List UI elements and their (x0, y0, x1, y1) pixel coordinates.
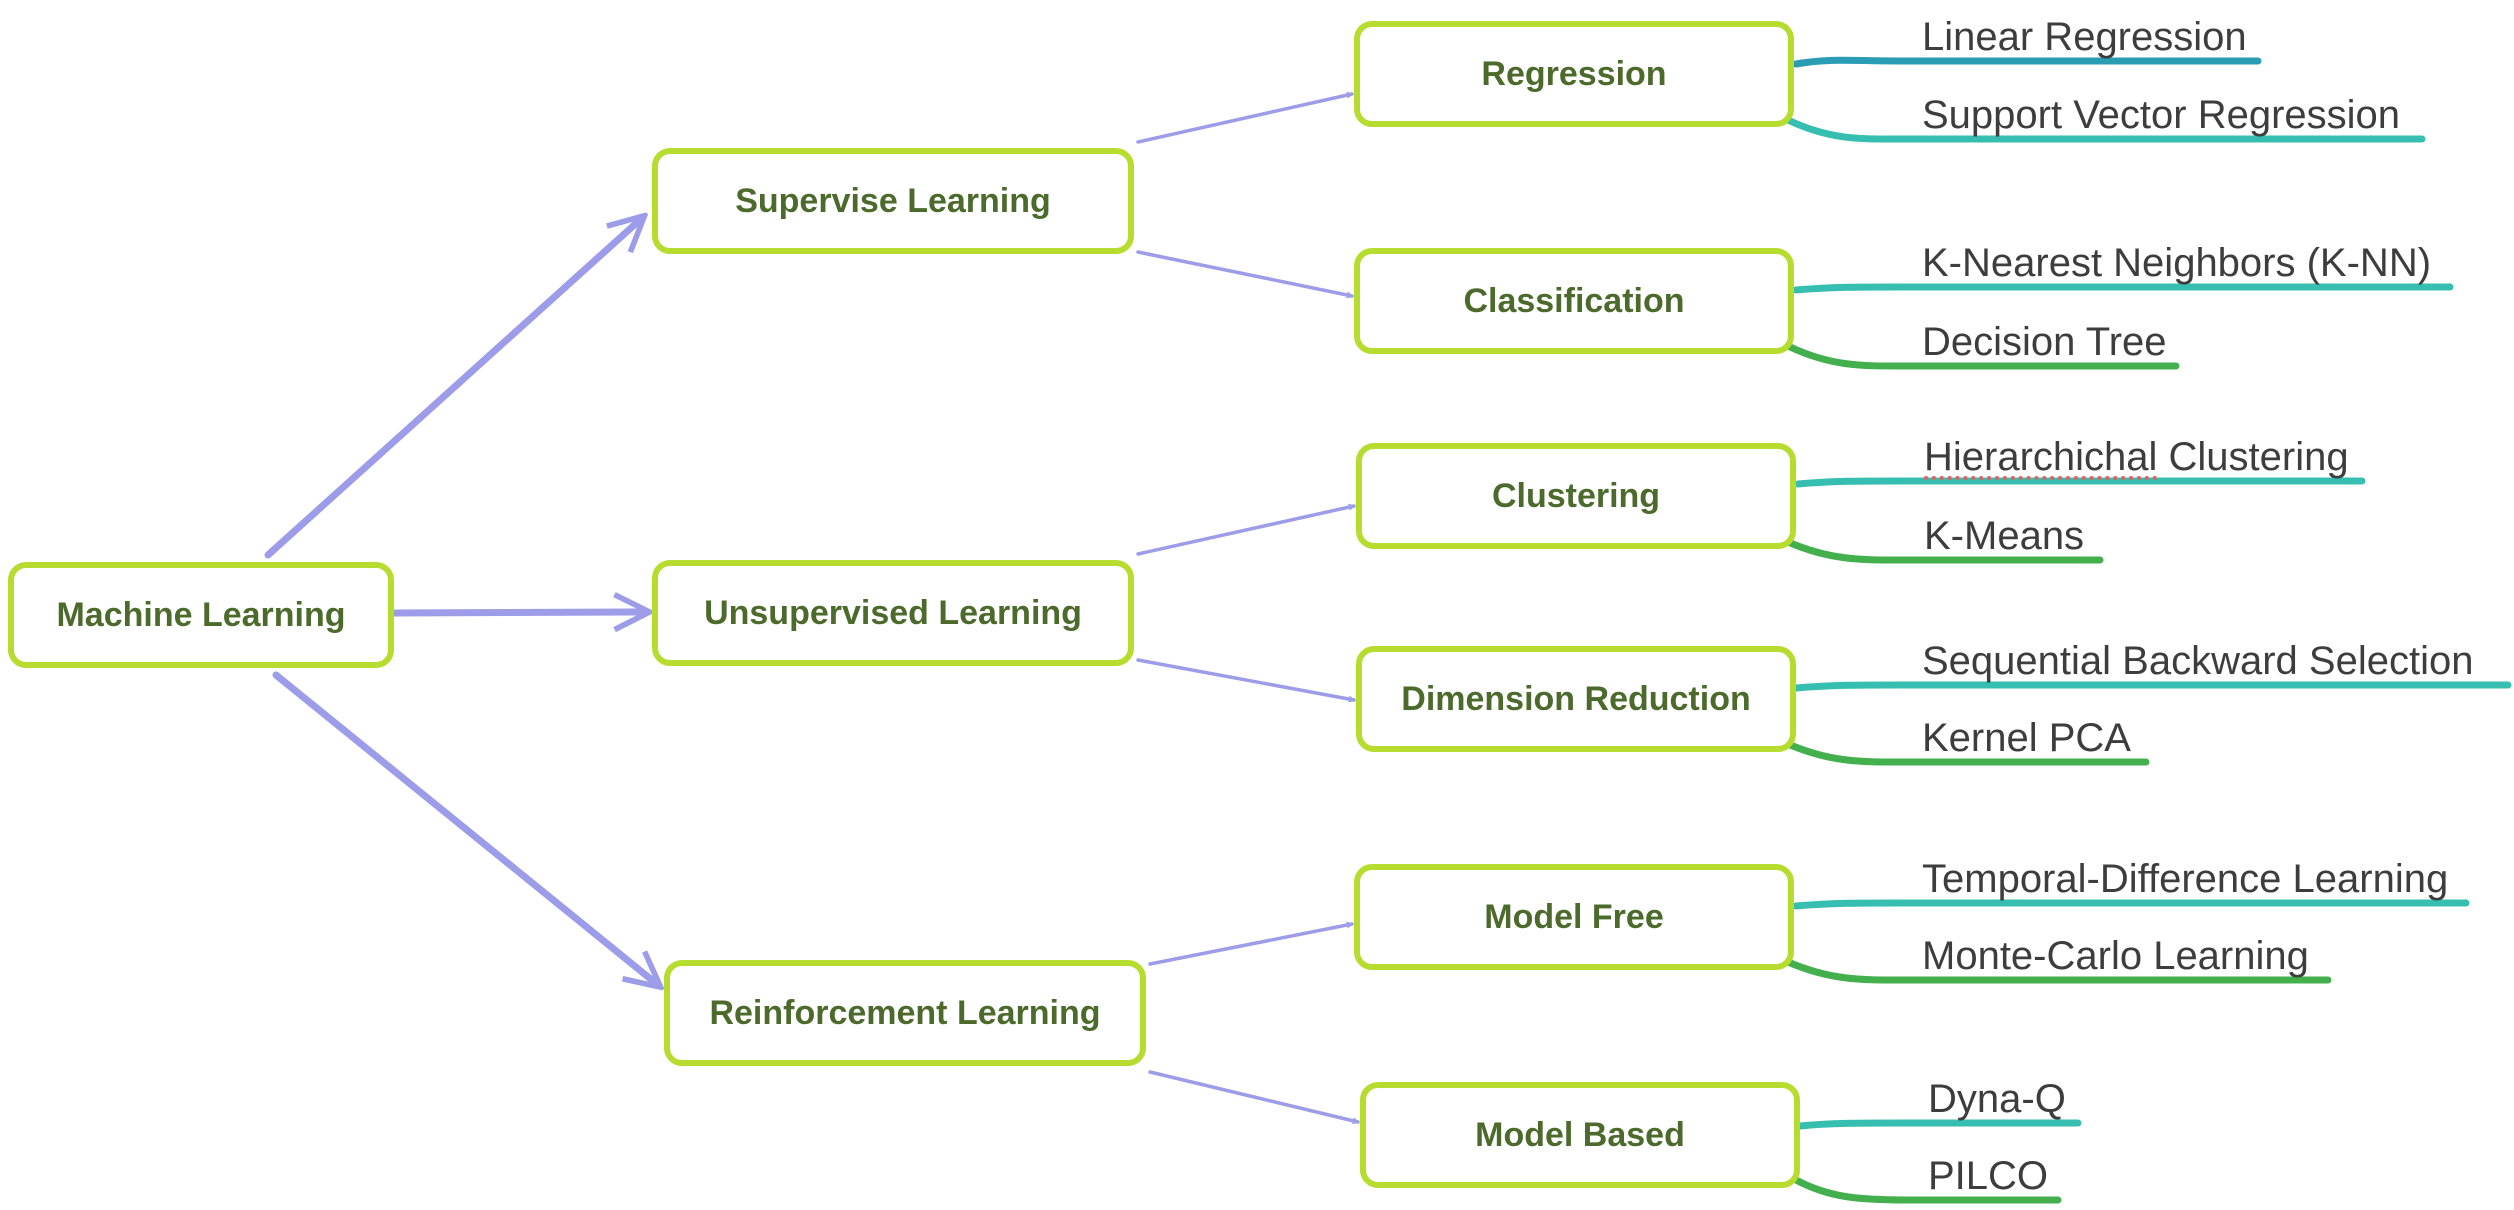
branch-pilco (1792, 1176, 2062, 1204)
arrow-root-to-supervise (264, 218, 642, 559)
node-classification[interactable]: Classification (1354, 248, 1794, 354)
node-label: Model Based (1475, 1115, 1685, 1154)
node-dimension-reduction[interactable]: Dimension Reduction (1356, 646, 1796, 752)
leaf-k-nearest-neighbors[interactable]: K-Nearest Neighbors (K-NN) (1922, 241, 2432, 285)
leaf-branches (1784, 56, 2512, 1204)
leaf-k-means[interactable]: K-Means (1924, 514, 2085, 558)
leaf-decision-tree[interactable]: Decision Tree (1922, 320, 2167, 364)
leaf-dyna-q[interactable]: Dyna-Q (1928, 1077, 2066, 1121)
node-supervise-learning[interactable]: Supervise Learning (652, 148, 1134, 254)
branch-arrows (1136, 94, 1358, 1122)
leaf-sequential-backward-selection[interactable]: Sequential Backward Selection (1922, 639, 2474, 683)
branch-knn (1792, 283, 2454, 294)
arrow-reinforcement-to-model-free (1148, 924, 1352, 966)
node-label: Supervise Learning (735, 181, 1051, 220)
misspelled-word: Hierarchichal (1924, 435, 2158, 479)
leaf-temporal-difference-learning[interactable]: Temporal-Difference Learning (1922, 857, 2449, 901)
arrow-unsupervised-to-clustering (1136, 506, 1354, 556)
branch-dyna-q (1796, 1119, 2082, 1130)
branch-kernel-pca (1784, 740, 2150, 766)
leaf-support-vector-regression[interactable]: Support Vector Regression (1922, 93, 2401, 137)
arrow-unsupervised-to-dimension-reduction (1136, 658, 1354, 700)
root-node-label: Machine Learning (56, 595, 346, 634)
node-label: Classification (1463, 281, 1685, 320)
branch-monte-carlo (1784, 958, 2332, 984)
arrow-root-to-reinforcement (272, 671, 658, 985)
root-node-machine-learning[interactable]: Machine Learning (8, 562, 394, 668)
leaf-monte-carlo-learning[interactable]: Monte-Carlo Learning (1922, 934, 2309, 978)
arrow-reinforcement-to-model-based (1148, 1070, 1358, 1122)
leaf-hierarchical-clustering[interactable]: Hierarchichal Clustering (1924, 437, 2349, 477)
node-label: Reinforcement Learning (709, 993, 1101, 1032)
node-model-free[interactable]: Model Free (1354, 864, 1794, 970)
branch-sequential-backward-selection (1792, 681, 2512, 692)
branch-temporal-difference (1792, 899, 2470, 910)
leaf-linear-regression[interactable]: Linear Regression (1922, 15, 2247, 59)
leaf-pilco[interactable]: PILCO (1928, 1154, 2049, 1198)
node-label: Dimension Reduction (1401, 679, 1751, 718)
node-regression[interactable]: Regression (1354, 21, 1794, 127)
node-clustering[interactable]: Clustering (1356, 443, 1796, 549)
branch-decision-tree (1784, 342, 2180, 370)
leaf-kernel-pca[interactable]: Kernel PCA (1922, 716, 2131, 760)
node-label: Model Free (1484, 897, 1664, 936)
branch-linear-regression (1792, 56, 2262, 68)
node-label: Clustering (1491, 476, 1661, 515)
node-reinforcement-learning[interactable]: Reinforcement Learning (664, 960, 1146, 1066)
root-arrows (264, 218, 658, 985)
node-model-based[interactable]: Model Based (1360, 1082, 1800, 1188)
node-label: Regression (1481, 54, 1667, 93)
node-label: Unsupervised Learning (704, 593, 1082, 632)
branch-support-vector-regression (1784, 116, 2426, 143)
node-unsupervised-learning[interactable]: Unsupervised Learning (652, 560, 1134, 666)
arrow-root-to-unsupervised (391, 612, 646, 613)
arrow-supervise-to-regression (1136, 94, 1352, 144)
branch-hierarchical-clustering (1794, 477, 2366, 488)
branch-k-means (1784, 538, 2104, 564)
leaf-rest: Clustering (2157, 435, 2349, 479)
arrow-supervise-to-classification (1136, 250, 1352, 296)
